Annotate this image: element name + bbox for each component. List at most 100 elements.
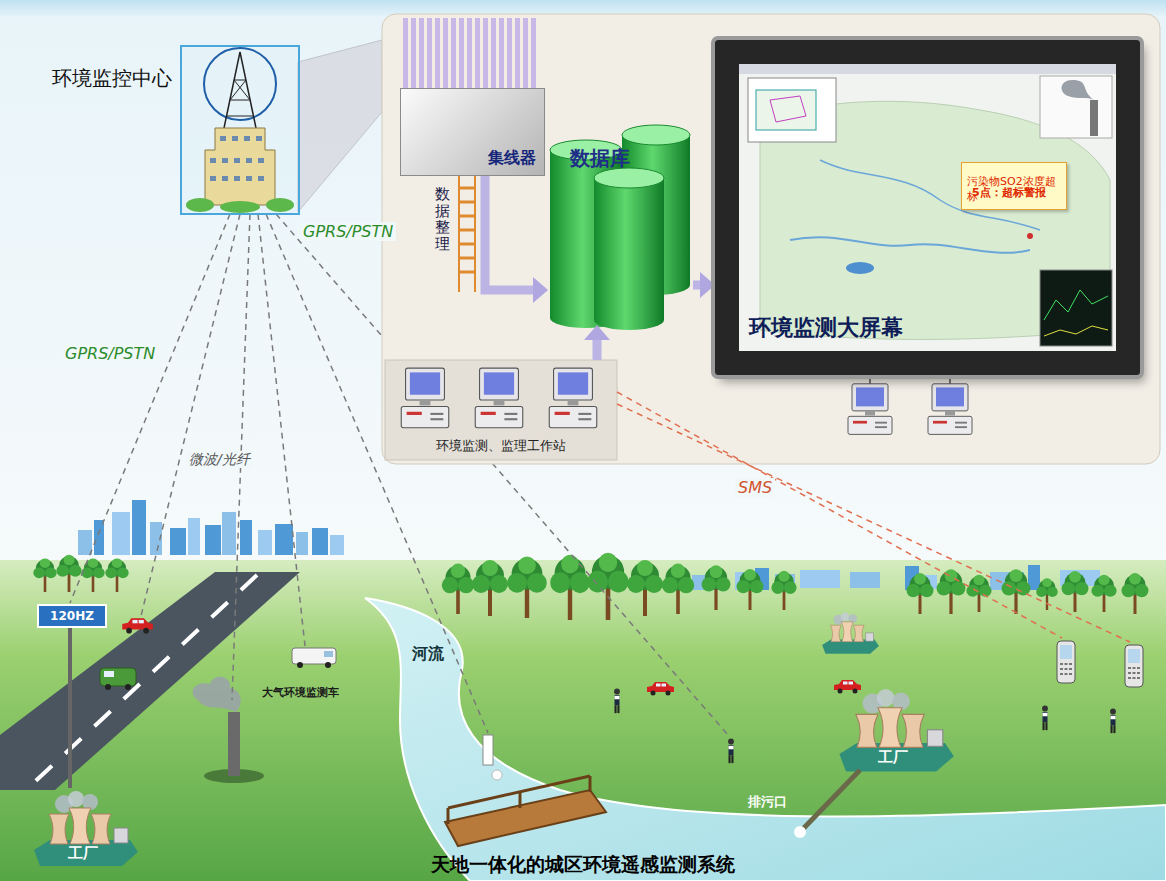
hub-ports-and-ladder	[403, 18, 408, 90]
road	[0, 572, 300, 790]
city-buildings	[94, 520, 104, 555]
city-buildings	[112, 512, 130, 555]
hub-ports-and-ladder	[443, 18, 448, 90]
outfall-label: 排污口	[748, 794, 787, 810]
alarm-popup: 5点：超标警报污染物SO2浓度超标	[961, 162, 1067, 210]
screen-map	[748, 78, 836, 142]
arrow-head	[700, 272, 715, 298]
hub-ports-and-ladder	[435, 18, 440, 90]
monitoring-center-tower	[234, 158, 240, 163]
road	[38, 605, 106, 627]
people-cars-phones	[1042, 705, 1048, 730]
workstation-group	[385, 360, 617, 460]
monitoring-center-tower	[222, 158, 228, 163]
workstation-group	[385, 360, 617, 460]
city-buildings	[850, 572, 880, 588]
trees	[33, 558, 56, 592]
bridge	[445, 735, 606, 846]
monitoring-van	[324, 651, 333, 657]
alarm-text: 污染物SO2浓度超标	[967, 175, 1061, 205]
trees	[550, 555, 590, 620]
city-buildings	[330, 535, 344, 555]
chimney	[193, 677, 241, 712]
flow-arrow-line	[593, 340, 602, 360]
screen-map	[928, 384, 972, 435]
trees	[1036, 578, 1058, 610]
factories	[34, 613, 954, 866]
caption: 天地一体化的城区环境遥感监测系统	[0, 852, 1166, 878]
trees	[737, 569, 764, 610]
database-cylinders	[550, 125, 690, 330]
monitoring-center-tower	[205, 128, 275, 205]
trees	[1122, 573, 1149, 614]
river	[365, 598, 1166, 881]
flow-arrow	[584, 325, 610, 360]
bridge	[448, 776, 590, 808]
people-cars-phones	[1057, 641, 1075, 683]
flow-arrow-line	[485, 176, 533, 290]
monitoring-center-tower	[246, 158, 252, 163]
screen-map	[846, 262, 874, 274]
alarm-text: 5点：超标警报	[972, 186, 1046, 201]
screen-map	[1040, 76, 1112, 138]
people-cars-phones	[614, 688, 620, 713]
monitoring-van	[325, 662, 331, 668]
hub-ports-and-ladder	[475, 18, 480, 90]
bridge	[519, 792, 522, 808]
zoom-callout	[298, 40, 382, 212]
factory-label: 工厂	[878, 748, 908, 766]
monitoring-center-box: 环境监控中心	[180, 45, 300, 215]
monitoring-center-tower	[220, 201, 260, 213]
monitoring-van	[292, 648, 336, 664]
hub-ports-and-ladder	[523, 18, 528, 90]
monitoring-center-tower	[204, 48, 276, 120]
monitoring-center-tower	[230, 100, 250, 101]
bridge	[447, 808, 450, 824]
city-buildings	[170, 528, 186, 555]
arrow-head	[584, 325, 610, 340]
wireless-dashed-lines	[70, 214, 230, 603]
hub-ports-and-ladder	[459, 187, 475, 190]
city-buildings	[800, 570, 840, 588]
hub-ports-and-ladder	[459, 229, 475, 232]
vehicle-label: 大气环境监测车	[262, 686, 339, 699]
database-label: 数据库	[570, 145, 630, 172]
green-van	[100, 668, 136, 686]
hub-ports-and-ladder	[474, 176, 476, 292]
screen-title: 环境监测大屏幕	[749, 313, 903, 343]
hub-ports-and-ladder	[515, 18, 520, 90]
flow-arrow	[693, 272, 715, 298]
hub-ports-and-ladder	[483, 18, 488, 90]
sms-dashed-lines	[617, 392, 1130, 642]
people-cars-phones	[1125, 645, 1143, 687]
monitoring-center-tower	[222, 176, 228, 181]
trees	[702, 565, 731, 610]
screen-map	[1040, 270, 1112, 346]
screen-map	[790, 237, 1030, 253]
hub-ports-and-ladder	[467, 18, 472, 90]
monitoring-center-tower	[258, 158, 264, 163]
city-buildings	[275, 524, 293, 555]
sms-dashed-lines	[617, 404, 1130, 642]
green-van	[104, 671, 114, 677]
screen-map	[739, 64, 1116, 74]
screen-map	[739, 64, 1116, 434]
monitoring-center-tower	[266, 198, 294, 212]
hub-box: 集线器	[400, 88, 545, 176]
monitoring-van	[297, 662, 303, 668]
monitoring-center-tower	[234, 176, 240, 181]
hub-ports-and-ladder	[531, 18, 536, 90]
hub-label: 集线器	[488, 148, 536, 169]
city-buildings	[205, 525, 221, 555]
river	[365, 598, 1166, 881]
wireless-dashed-lines	[258, 214, 305, 646]
people-cars-phones	[614, 641, 1143, 763]
sms-label: SMS	[735, 478, 775, 497]
bridge	[492, 770, 502, 780]
green-van	[100, 668, 136, 690]
factories	[794, 826, 806, 838]
database-cylinders	[594, 178, 664, 330]
